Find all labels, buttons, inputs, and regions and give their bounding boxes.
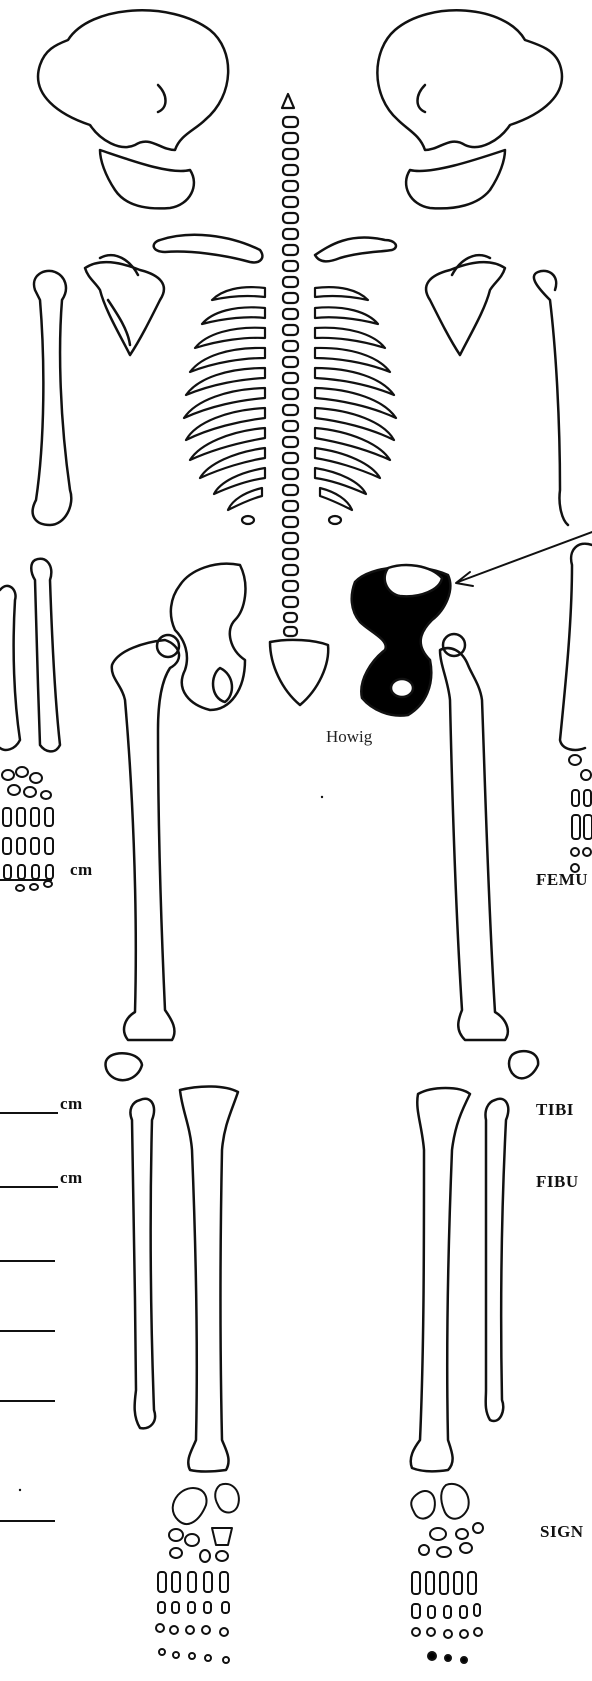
sacrum bbox=[270, 640, 328, 705]
measure-line-3 bbox=[0, 1186, 58, 1188]
forearm-right bbox=[560, 544, 592, 750]
fibula-left bbox=[130, 1099, 155, 1429]
tibia-left bbox=[180, 1086, 238, 1471]
ilium-right-shaded bbox=[352, 565, 451, 716]
handwritten-annotation: Howig bbox=[326, 727, 372, 747]
measure-line-4 bbox=[0, 1260, 55, 1262]
measure-line-5 bbox=[0, 1330, 55, 1332]
skull-right bbox=[377, 10, 562, 208]
cm-label-1: cm bbox=[70, 860, 93, 880]
speck bbox=[19, 1489, 21, 1491]
ilium-left bbox=[171, 564, 246, 710]
vertebral-column bbox=[282, 94, 298, 636]
humerus-left bbox=[33, 271, 72, 525]
patella-right bbox=[509, 1051, 538, 1078]
measure-line-7 bbox=[0, 1520, 55, 1522]
foot-bones-right bbox=[411, 1484, 483, 1663]
scapula-right bbox=[426, 255, 505, 355]
forearm-left bbox=[0, 559, 60, 752]
femur-left bbox=[112, 640, 179, 1040]
scapula-left bbox=[85, 255, 164, 355]
patella-left bbox=[106, 1053, 142, 1080]
measure-line-2 bbox=[0, 1112, 58, 1114]
skull-left bbox=[38, 10, 228, 208]
measure-line-6 bbox=[0, 1400, 55, 1402]
humerus-right bbox=[534, 271, 568, 525]
ribcage-right bbox=[315, 287, 396, 524]
tibia-label: TIBI bbox=[536, 1100, 574, 1120]
femur-label: FEMU bbox=[536, 870, 588, 890]
measure-line-1 bbox=[0, 879, 52, 881]
sign-label: SIGN bbox=[540, 1522, 584, 1542]
femur-right bbox=[440, 648, 508, 1040]
speck bbox=[321, 796, 323, 798]
cm-label-3: cm bbox=[60, 1168, 83, 1188]
hand-bones-left bbox=[2, 767, 53, 891]
cm-label-2: cm bbox=[60, 1094, 83, 1114]
ribcage-left bbox=[184, 287, 265, 524]
clavicle-left bbox=[154, 235, 263, 263]
tibia-right bbox=[411, 1088, 470, 1471]
fibula-right bbox=[485, 1099, 508, 1421]
clavicle-right bbox=[315, 238, 396, 262]
fibula-label: FIBU bbox=[536, 1172, 579, 1192]
foot-bones-left bbox=[156, 1484, 239, 1663]
femoral-head-right bbox=[443, 634, 465, 656]
hand-bones-right bbox=[569, 755, 592, 872]
